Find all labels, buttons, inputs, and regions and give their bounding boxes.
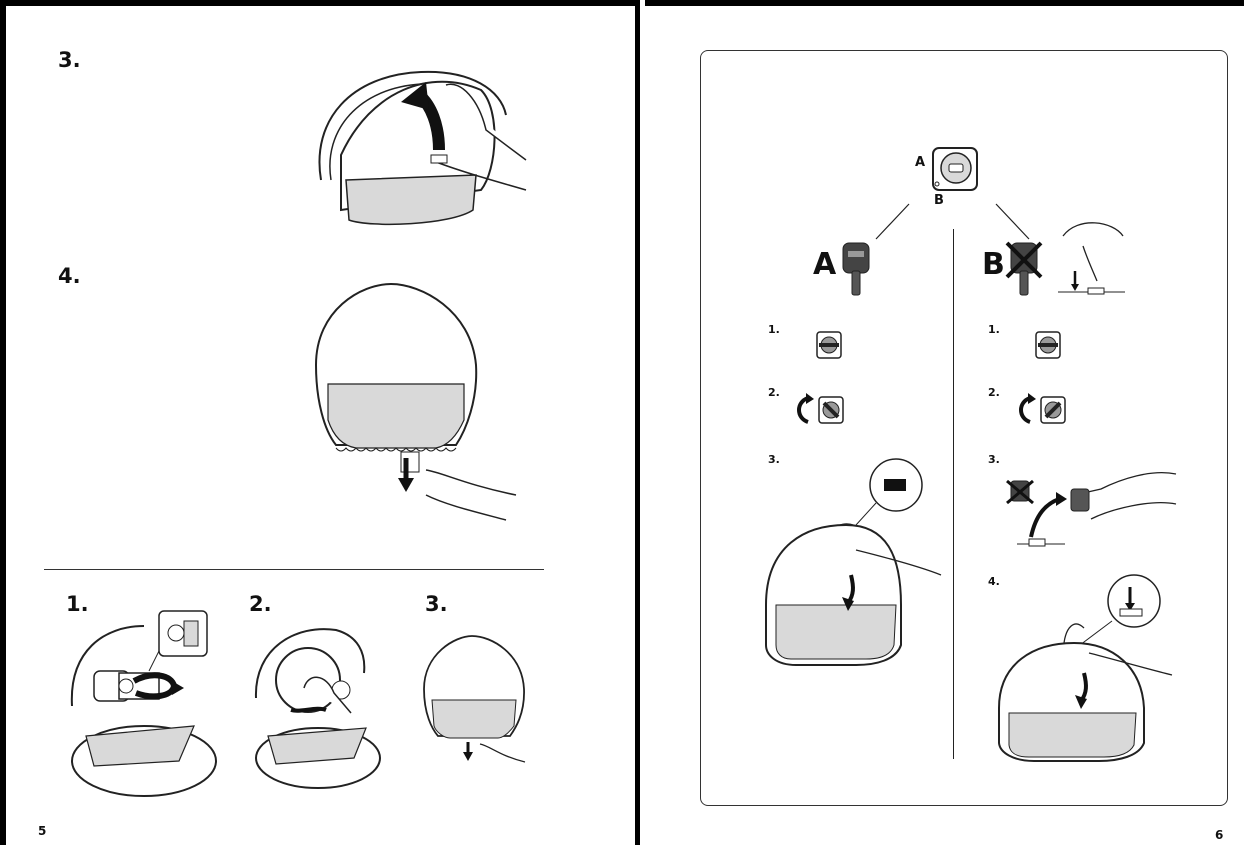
b-lock-horizontal-icon [1035, 331, 1061, 359]
option-b-title: B [982, 247, 1005, 282]
page-number-5: 5 [38, 824, 46, 838]
page-5: 3. 4. 1. 2. [0, 0, 640, 845]
key-crossed-icon [1007, 241, 1043, 297]
b-turn-lock-icon [1016, 394, 1071, 426]
a-step-2-label: 2. [768, 386, 780, 399]
bottom-step-2-label: 2. [249, 592, 272, 616]
page-6: A B A 1. 2. [645, 0, 1244, 845]
step-4-label: 4. [58, 264, 81, 288]
a-step-1-label: 1. [768, 323, 780, 336]
step-3-label: 3. [58, 48, 81, 72]
press-button-hand-icon [1053, 216, 1128, 301]
turn-lock-counterclockwise-icon [794, 394, 849, 426]
dispenser-open-lid-illustration [301, 60, 531, 240]
b-open-dispenser-illustration [994, 573, 1184, 768]
b-step-3-label: 3. [988, 453, 1000, 466]
insert-roll-illustration [64, 611, 224, 801]
b-step-1-label: 1. [988, 323, 1000, 336]
key-icon [841, 241, 871, 297]
lock-horizontal-icon [816, 331, 842, 359]
page-number-6: 6 [1215, 828, 1223, 842]
instruction-frame: A B A 1. 2. [700, 50, 1228, 806]
remove-lock-insert-illustration [1001, 459, 1181, 559]
bottom-step-3-label: 3. [425, 592, 448, 616]
b-step-2-label: 2. [988, 386, 1000, 399]
closed-dispenser-pull-illustration [420, 634, 530, 774]
dispenser-closed-pull-paper-illustration [306, 280, 516, 520]
lock-icon [931, 146, 981, 196]
close-lid-hand-illustration [246, 618, 386, 793]
a-open-dispenser-illustration [756, 455, 956, 675]
lock-label-a: A [915, 155, 925, 170]
option-a-title: A [813, 247, 836, 282]
section-divider [44, 569, 544, 570]
